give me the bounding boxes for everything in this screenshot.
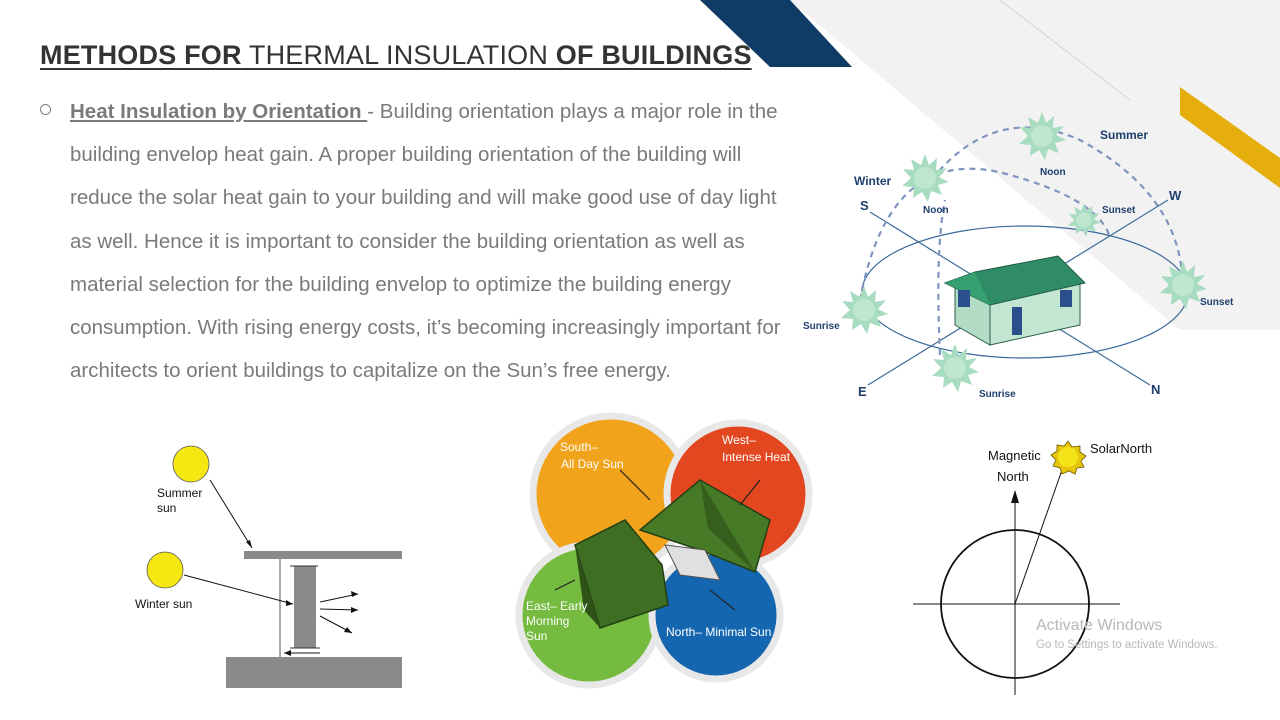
dial-south-label: South–: [560, 440, 598, 454]
solar-north-label: SolarNorth: [1090, 441, 1152, 456]
watermark-subtitle: Go to Settings to activate Windows.: [1036, 639, 1218, 651]
watermark-title: Activate Windows: [1036, 617, 1163, 634]
dial-south-label-2: All Day Sun: [561, 457, 624, 471]
direction-e-label: E: [858, 384, 867, 399]
dial-east-label-3: Sun: [526, 629, 547, 643]
summer-label: Summer: [1100, 128, 1148, 142]
sunset-summer-label: Sunset: [1200, 297, 1234, 308]
slide-title: METHODS FOR THERMAL INSULATION OF BUILDI…: [40, 40, 752, 70]
magnetic-north-label: Magnetic: [988, 448, 1041, 463]
noon-winter-label: Noon: [923, 205, 949, 216]
summer-sun-label: Summer: [157, 486, 202, 500]
bullet-text: - Building orientation plays a major rol…: [70, 100, 781, 383]
winter-label: Winter: [854, 174, 892, 188]
direction-w-label: W: [1169, 188, 1182, 203]
direction-n-label: N: [1151, 382, 1160, 397]
sunset-winter-label: Sunset: [1102, 205, 1136, 216]
winter-sun-label: Winter sun: [135, 597, 192, 611]
summer-sun-label-2: sun: [157, 501, 176, 515]
activate-windows-watermark: Activate Windows Go to Settings to activ…: [1036, 617, 1218, 651]
bullet-paragraph: Heat Insulation by Orientation - Buildin…: [70, 90, 785, 392]
bullet-marker: [40, 104, 51, 115]
bullet-keyword: Heat Insulation by Orientation: [70, 100, 368, 123]
dial-west-label: West–: [722, 433, 756, 447]
sunrise-summer-label: Sunrise: [979, 389, 1016, 400]
dial-north-label: North– Minimal Sun: [666, 625, 771, 639]
direction-s-label: S: [860, 198, 869, 213]
dial-west-label-2: Intense Heat: [722, 450, 791, 464]
noon-summer-label: Noon: [1040, 167, 1066, 178]
magnetic-north-label-2: North: [997, 469, 1029, 484]
dial-east-label: East– Early: [526, 599, 587, 613]
sunrise-winter-label: Sunrise: [803, 321, 840, 332]
dial-east-label-2: Morning: [526, 614, 569, 628]
